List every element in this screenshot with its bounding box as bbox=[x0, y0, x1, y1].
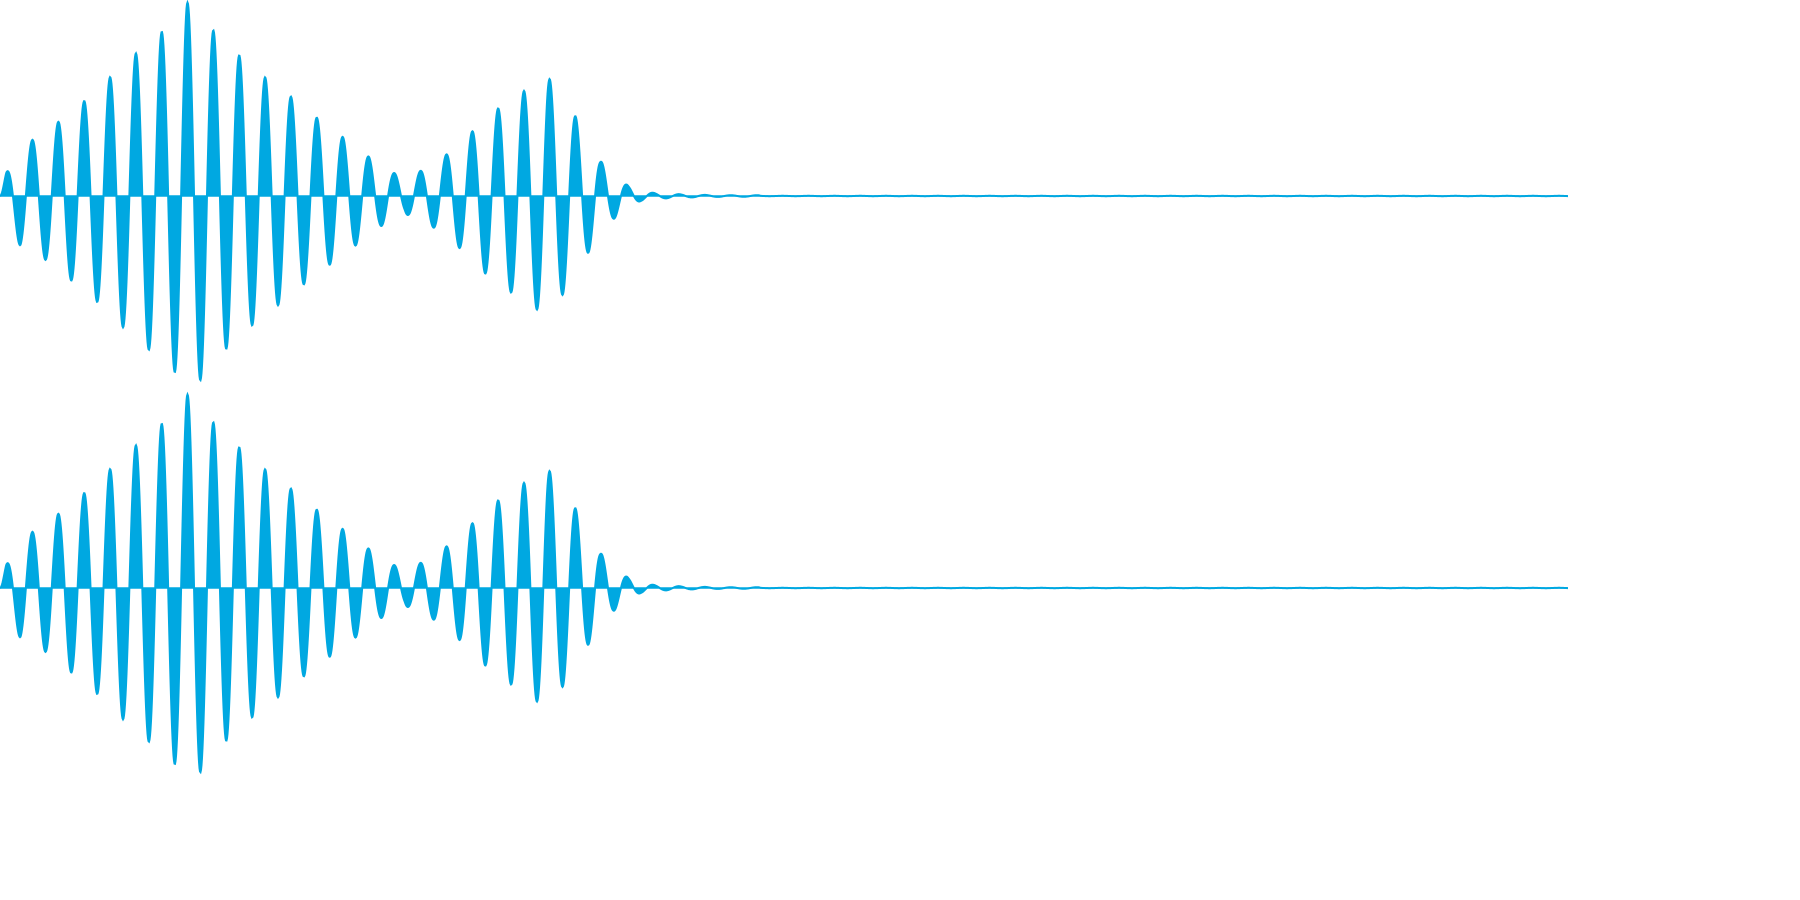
channel-right[interactable] bbox=[0, 391, 1569, 775]
channel-left[interactable] bbox=[0, 0, 1569, 383]
waveform-area bbox=[0, 3, 1568, 380]
waveform-area bbox=[0, 395, 1568, 772]
